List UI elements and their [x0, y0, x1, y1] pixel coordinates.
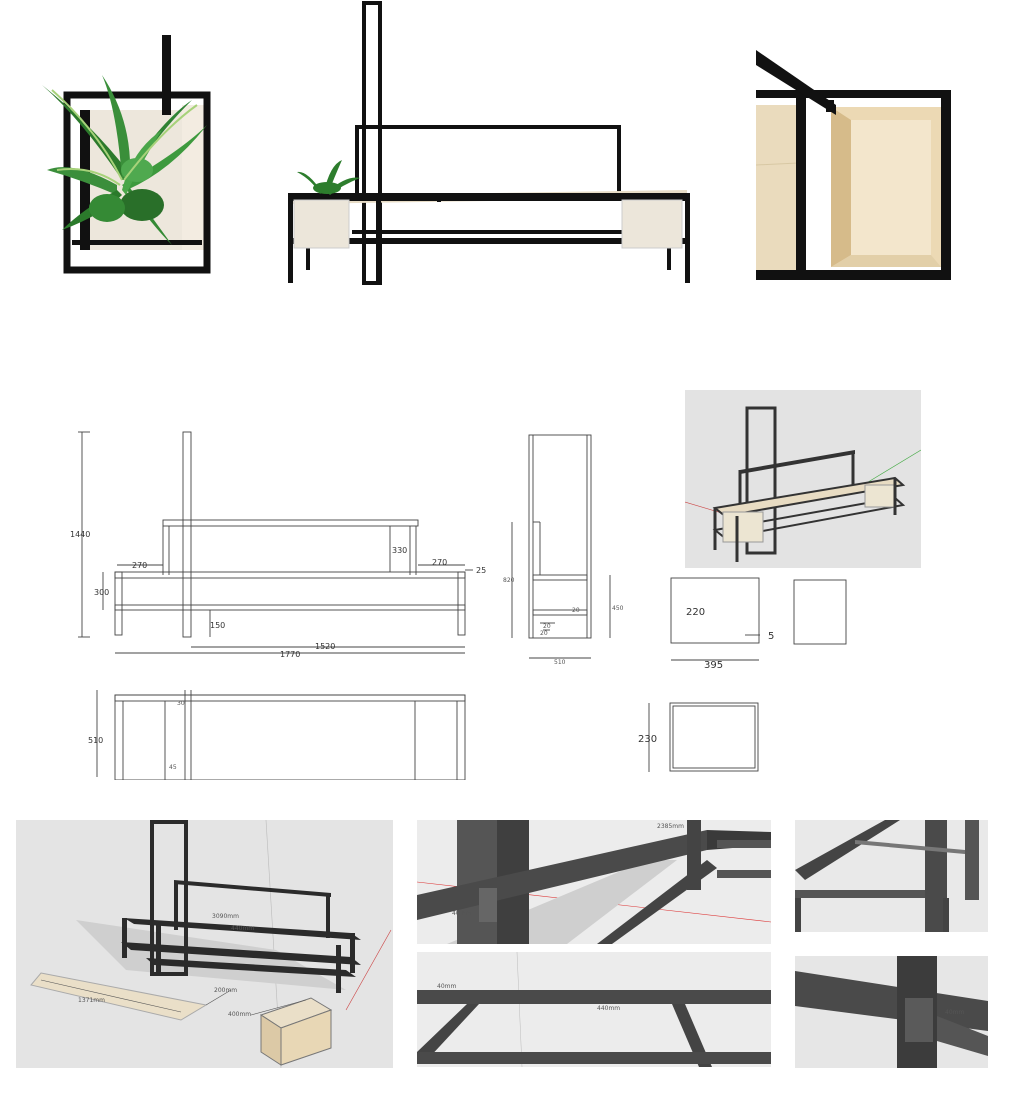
- detail4-label: 40mm: [945, 1009, 964, 1016]
- frame-dim2: 440mm: [231, 925, 254, 932]
- joint-detail-4: 40mm: [795, 956, 988, 1068]
- side-d3-dim: 20: [540, 630, 548, 637]
- exploded-render: 1371mm 200mm 400mm 3090mm 440mm: [16, 820, 393, 1068]
- inner-length-dim: 1520: [315, 642, 335, 651]
- detail1-label2: 40mm: [452, 910, 471, 917]
- joint-detail-3: 440mm 40mm: [417, 952, 771, 1067]
- box-width-dim: 395: [704, 660, 723, 671]
- detail3-label: 440mm: [597, 1005, 620, 1012]
- plank-length-dim: 1371mm: [78, 997, 105, 1004]
- side-seat-height-dim: 820: [503, 577, 515, 584]
- side-frame-height-dim: 450: [612, 605, 624, 612]
- right-offset-dim: 270: [432, 558, 447, 567]
- seat-height-dim: 300: [94, 588, 109, 597]
- box-size-dim: 400mm: [228, 1011, 251, 1018]
- side-elevation-drawing: 820 450 20 20 20 510: [500, 430, 630, 670]
- box-top-drawing: 230: [635, 698, 765, 776]
- plank-width-dim: 200mm: [214, 987, 237, 994]
- left-offset-dim: 270: [132, 561, 147, 570]
- joint-detail-1: 2385mm 40mm: [417, 820, 771, 944]
- side-d2-dim: 20: [543, 623, 551, 630]
- box-front-drawing: 220 5 395: [660, 575, 790, 675]
- side-depth-dim: 510: [554, 659, 566, 666]
- plan-d2-dim: 45: [169, 764, 177, 771]
- box-thickness-dim: 5: [768, 631, 774, 642]
- back-height-dim: 330: [392, 546, 407, 555]
- tube-dim: 25: [476, 566, 486, 575]
- box-height-dim: 220: [686, 607, 705, 618]
- bench-photo: [282, 0, 697, 290]
- box-closeup-photo: [756, 45, 956, 290]
- plan-d1-dim: 30: [177, 700, 185, 707]
- height-dim: 1440: [70, 530, 90, 539]
- box-side-drawing: [792, 578, 848, 646]
- plant-closeup-photo: [22, 30, 212, 275]
- box-depth-dim: 230: [638, 734, 657, 745]
- side-d1-dim: 20: [572, 607, 580, 614]
- plan-depth-dim: 510: [88, 736, 103, 745]
- frame-dim1: 3090mm: [212, 913, 239, 920]
- leg-gap-dim: 150: [210, 621, 225, 630]
- detail3-label2: 40mm: [437, 983, 456, 990]
- top-plan-drawing: 510 30 45: [85, 685, 475, 780]
- total-length-dim: 1770: [280, 650, 300, 659]
- joint-detail-2: [795, 820, 988, 932]
- detail1-label1: 2385mm: [657, 823, 684, 830]
- front-elevation-drawing: 1440 300 270 270 330 25 150 1520 1770: [70, 425, 490, 665]
- bench-render: [685, 390, 921, 568]
